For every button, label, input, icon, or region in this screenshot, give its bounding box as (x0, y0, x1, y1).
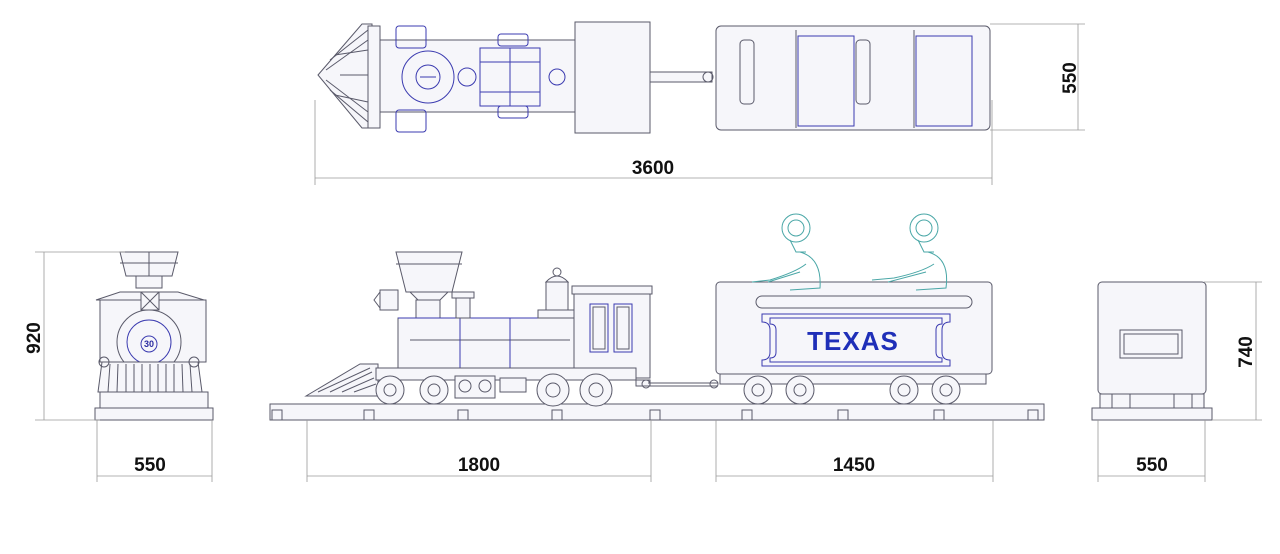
car-length-dimension: 1450 (833, 455, 875, 476)
loco-length-dimension: 1800 (458, 455, 500, 476)
rear-width-dimension: 550 (1136, 455, 1168, 476)
top-width-dimension: 550 (1060, 62, 1081, 94)
loco-number: 30 (144, 339, 154, 349)
front-view: 30 920 550 (24, 251, 214, 482)
top-length-dimension: 3600 (632, 158, 674, 179)
passenger-figure-2 (871, 213, 948, 291)
rear-view: 740 550 (1091, 281, 1262, 482)
front-height-dimension: 920 (24, 322, 45, 354)
front-width-dimension: 550 (134, 455, 166, 476)
top-view: 3600 550 (314, 21, 1085, 185)
rear-height-dimension: 740 (1236, 336, 1257, 368)
side-view: TEXAS 1800 (269, 213, 1045, 482)
car-name-text: TEXAS (807, 326, 899, 356)
passenger-figure-1 (751, 213, 821, 291)
